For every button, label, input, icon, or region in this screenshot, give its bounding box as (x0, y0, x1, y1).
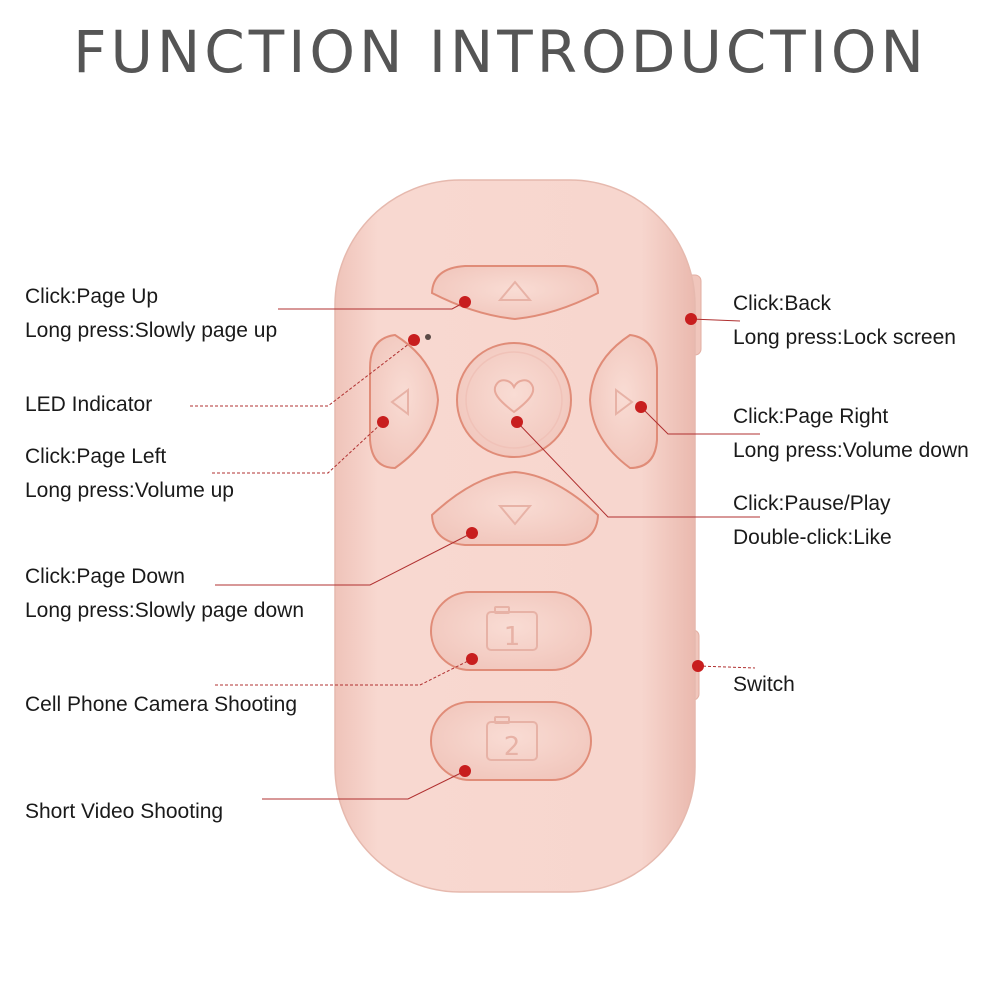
callout-page-right-line2: Long press:Volume down (733, 439, 969, 462)
dot-page-left (377, 416, 389, 428)
callout-page-up-line2: Long press:Slowly page up (25, 319, 278, 342)
camera-icon (486, 606, 538, 651)
callout-back: Click:Back Long press:Lock screen (733, 287, 956, 355)
callout-camera: Cell Phone Camera Shooting (25, 688, 297, 722)
callout-page-left: Click:Page Left Long press:Volume up (25, 440, 234, 508)
callout-page-right-line1: Click:Page Right (733, 405, 889, 428)
callout-pause-play-line1: Click:Pause/Play (733, 492, 891, 515)
led-hole (425, 334, 431, 340)
down-arrow-icon (497, 505, 533, 526)
leader-camera (215, 658, 473, 686)
leader-back (690, 318, 741, 322)
callout-page-up: Click:Page Up Long press:Slowly page up (25, 280, 277, 348)
button-number-2: 2 (504, 732, 521, 762)
page-up-button[interactable] (430, 265, 600, 321)
page-down-button[interactable] (430, 470, 600, 546)
left-arrow-icon (390, 388, 409, 416)
heart-icon (493, 379, 535, 414)
button-number-1: 1 (504, 622, 521, 652)
video-camera-icon (486, 716, 538, 761)
leader-page-down (215, 532, 473, 586)
callout-page-down-line2: Long press:Slowly page down (25, 599, 305, 622)
dot-page-right (635, 401, 647, 413)
callout-video: Short Video Shooting (25, 795, 223, 829)
callout-switch: Switch (733, 668, 795, 702)
callout-back-line1: Click:Back (733, 292, 832, 315)
right-arrow-icon (615, 388, 634, 416)
dot-back (685, 313, 697, 325)
dot-video (459, 765, 471, 777)
page-right-button[interactable] (588, 333, 658, 470)
dot-switch (692, 660, 704, 672)
callout-pause-play: Click:Pause/Play Double-click:Like (733, 487, 892, 555)
leader-page-left (212, 421, 384, 474)
page-title: FUNCTION INTRODUCTION (73, 18, 928, 86)
callout-led-line1: LED Indicator (25, 393, 153, 416)
camera-shooting-button[interactable]: 1 (430, 591, 592, 671)
page-left-button[interactable] (369, 333, 440, 470)
leader-page-right (640, 406, 760, 435)
callout-page-up-line1: Click:Page Up (25, 285, 159, 308)
callout-page-down: Click:Page Down Long press:Slowly page d… (25, 560, 304, 628)
callout-video-line1: Short Video Shooting (25, 800, 224, 823)
callout-camera-line1: Cell Phone Camera Shooting (25, 693, 297, 716)
callout-pause-play-line2: Double-click:Like (733, 526, 892, 549)
pause-play-button[interactable] (456, 342, 572, 458)
leader-switch (697, 665, 756, 669)
callout-back-line2: Long press:Lock screen (733, 326, 956, 349)
dot-led (408, 334, 420, 346)
dot-page-up (459, 296, 471, 308)
video-shooting-button[interactable]: 2 (430, 701, 592, 781)
leader-pause-play (516, 421, 760, 518)
callout-page-left-line1: Click:Page Left (25, 445, 167, 468)
leader-video (262, 770, 466, 800)
callout-dots (377, 296, 704, 777)
callout-page-down-line1: Click:Page Down (25, 565, 185, 588)
callout-page-right: Click:Page Right Long press:Volume down (733, 400, 969, 468)
dot-pause-play (511, 416, 523, 428)
up-arrow-icon (497, 280, 533, 301)
callout-led: LED Indicator (25, 388, 152, 422)
callout-page-left-line2: Long press:Volume up (25, 479, 234, 502)
callout-switch-line1: Switch (733, 673, 795, 696)
dot-page-down (466, 527, 478, 539)
leader-led (190, 339, 415, 407)
dot-camera (466, 653, 478, 665)
